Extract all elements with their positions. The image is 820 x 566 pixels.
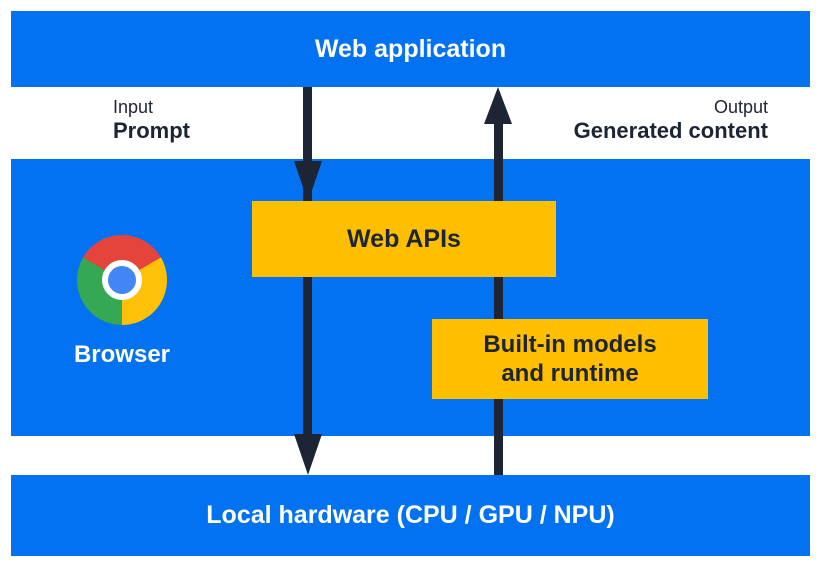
web-apis-label: Web APIs [347, 224, 461, 253]
chrome-browser-logo-icon [77, 235, 167, 325]
input-title: Input [113, 97, 154, 117]
output-arrow-shaft [494, 119, 503, 475]
builtin-models-label-line1: Built-in models [483, 331, 657, 358]
output-title: Output [713, 97, 768, 117]
input-subtitle: Prompt [113, 118, 190, 143]
output-subtitle: Generated content [573, 118, 768, 143]
web-application-layer: Web application [11, 11, 810, 87]
web-apis-box: Web APIs [252, 201, 556, 277]
local-hardware-layer: Local hardware (CPU / GPU / NPU) [11, 475, 810, 556]
arrow-up-icon [484, 87, 512, 124]
input-flow-label: Input Prompt [113, 97, 190, 144]
chrome-logo-center [102, 260, 142, 300]
builtin-models-label-line2: and runtime [501, 360, 639, 387]
web-application-label: Web application [314, 34, 507, 63]
arrow-down-icon [294, 434, 322, 475]
output-flow-label: Output Generated content [574, 97, 768, 144]
builtin-models-box: Built-in models and runtime [432, 319, 708, 399]
local-hardware-label: Local hardware (CPU / GPU / NPU) [206, 501, 615, 529]
browser-label: Browser [73, 341, 171, 368]
